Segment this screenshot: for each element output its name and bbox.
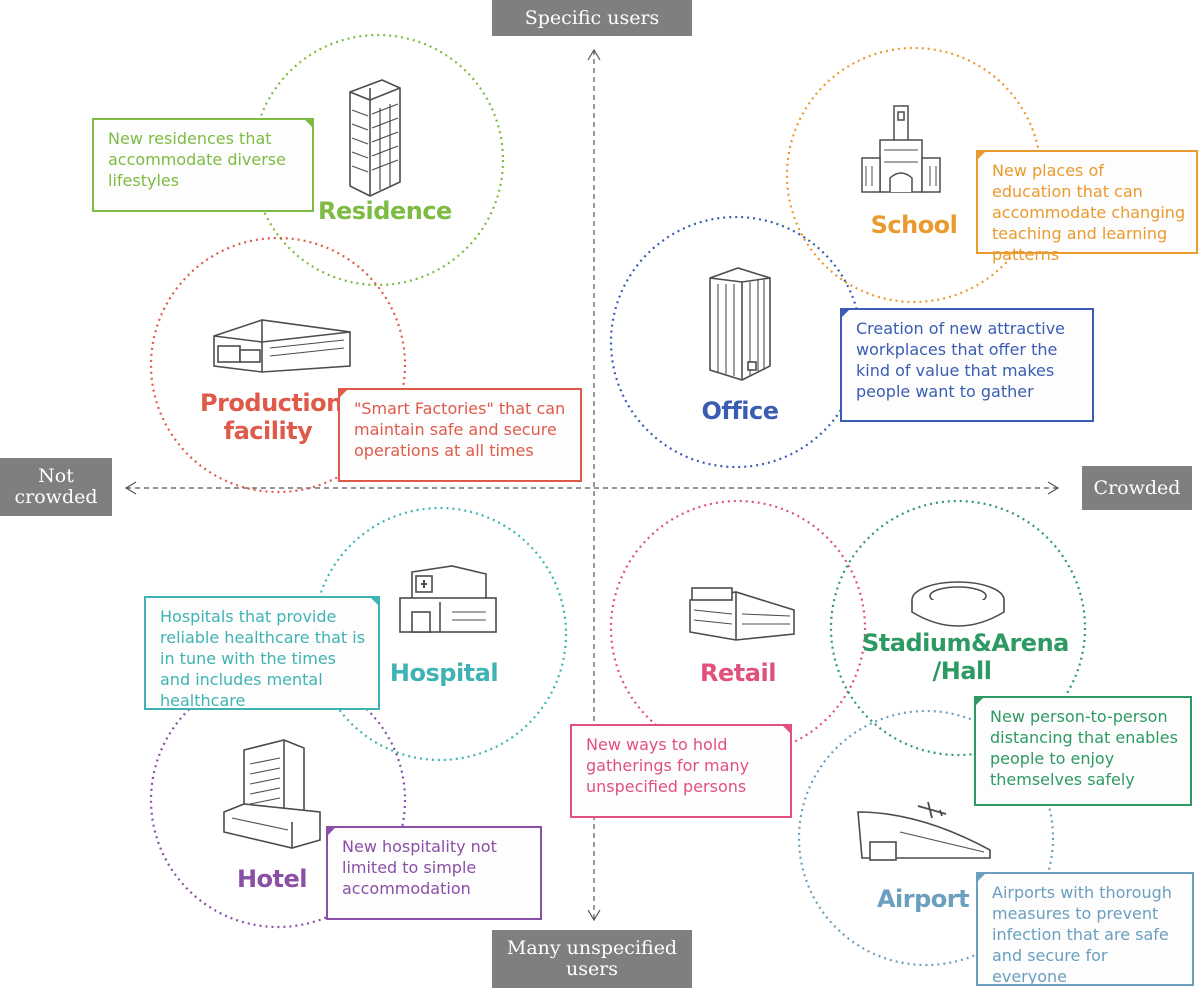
airport-description: Airports with thorough measures to preve…: [992, 883, 1172, 986]
airport-title: Airport: [876, 885, 970, 913]
retail-description: New ways to hold gatherings for many uns…: [586, 735, 750, 796]
retail-title: Retail: [700, 659, 776, 687]
residence-circle: [251, 33, 505, 287]
hospital-circle: [312, 506, 568, 762]
retail-note: New ways to hold gatherings for many uns…: [570, 724, 792, 818]
residence-title: Residence: [318, 197, 452, 225]
production-title: Production facility: [200, 389, 343, 445]
hotel-title: Hotel: [236, 865, 308, 893]
airport-icon: [857, 801, 991, 861]
hospital-title: Hospital: [389, 659, 499, 687]
production-circle: [149, 236, 407, 494]
residence-building-icon: [349, 79, 401, 197]
school-note: New places of education that can accommo…: [976, 150, 1198, 264]
office-title: Office: [701, 397, 779, 425]
hospital-note: Hospitals that provide reliable healthca…: [144, 596, 380, 710]
axis-right-label: Crowded: [1082, 466, 1192, 510]
airport-circle: [797, 709, 1055, 967]
school-title: School: [870, 211, 958, 239]
axis-top-label: Specific users: [492, 0, 692, 36]
school-building-icon: [861, 105, 941, 193]
retail-store-icon: [689, 587, 795, 641]
stadium-title: Stadium&Arena /Hall: [862, 629, 1069, 685]
axis-left-label: Not crowded: [0, 458, 112, 516]
hotel-icon: [223, 739, 321, 849]
stadium-circle: [829, 499, 1087, 757]
production-description: "Smart Factories" that can maintain safe…: [354, 399, 566, 460]
hotel-note: New hospitality not limited to simple ac…: [326, 826, 542, 920]
residence-note: New residences that accommodate diverse …: [92, 118, 314, 212]
office-description: Creation of new attractive workplaces th…: [856, 319, 1066, 401]
hotel-circle: [149, 671, 407, 929]
stadium-icon: [911, 581, 1005, 627]
office-tower-icon: [709, 267, 771, 381]
office-note: Creation of new attractive workplaces th…: [840, 308, 1094, 422]
hotel-description: New hospitality not limited to simple ac…: [342, 837, 497, 898]
production-note: "Smart Factories" that can maintain safe…: [338, 388, 582, 482]
factory-icon: [213, 319, 351, 373]
residence-description: New residences that accommodate diverse …: [108, 129, 286, 190]
school-description: New places of education that can accommo…: [992, 161, 1186, 264]
axis-bottom-label: Many unspecified users: [492, 930, 692, 988]
airport-note: Airports with thorough measures to preve…: [976, 872, 1194, 986]
stadium-note: New person-to-person distancing that ena…: [974, 696, 1192, 806]
hospital-icon: [399, 565, 497, 633]
hospital-description: Hospitals that provide reliable healthca…: [160, 607, 366, 710]
stadium-description: New person-to-person distancing that ena…: [990, 707, 1178, 789]
